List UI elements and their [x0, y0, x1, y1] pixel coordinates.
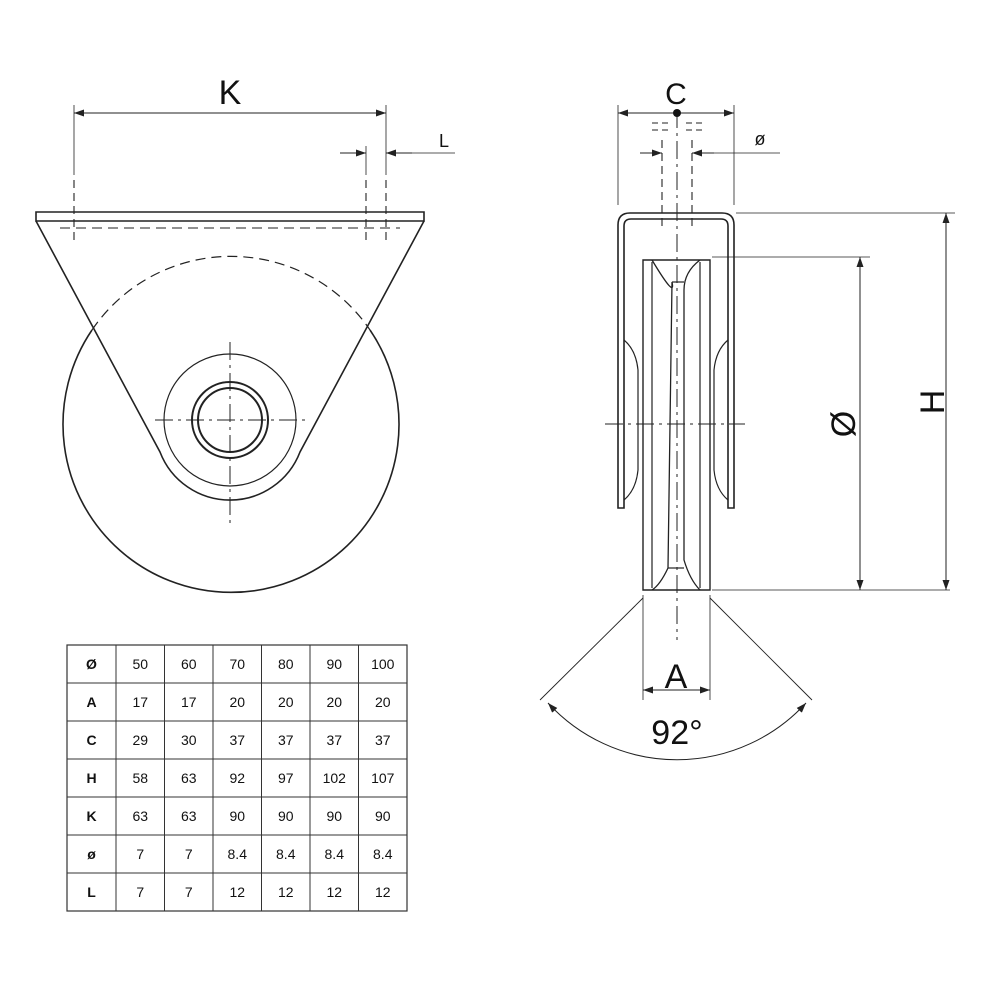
wheel-groove-left — [651, 259, 674, 591]
bracket-channel-inner-right — [713, 339, 729, 501]
table-cell: 20 — [278, 694, 294, 710]
dimension-label-h: H — [914, 390, 952, 415]
table-row-label: ø — [87, 846, 96, 862]
bracket-channel-outer — [617, 212, 735, 509]
table-row-label: H — [86, 770, 96, 786]
table-cell: 107 — [371, 770, 395, 786]
table-cell: 29 — [132, 732, 148, 748]
dimension-label-a: A — [665, 658, 688, 696]
table-cell: 20 — [375, 694, 391, 710]
table-cell: 90 — [229, 808, 245, 824]
table-cell: 12 — [326, 884, 342, 900]
table-cell: 12 — [375, 884, 391, 900]
table-cell: 60 — [181, 656, 197, 672]
wheel-outline-hidden — [91, 255, 371, 331]
table-cell: 50 — [132, 656, 148, 672]
table-cell: 20 — [229, 694, 245, 710]
table-cell: 63 — [181, 808, 197, 824]
side-view — [539, 105, 955, 761]
front-view — [35, 105, 455, 594]
dimension-label-k: K — [219, 74, 242, 112]
table-cell: 17 — [181, 694, 197, 710]
table-cell: 63 — [132, 808, 148, 824]
table-cell: 63 — [181, 770, 197, 786]
table-cell: 7 — [185, 846, 193, 862]
c-center-dot — [673, 109, 681, 117]
dimension-label-l: L — [439, 131, 449, 151]
table-row-label: L — [87, 884, 96, 900]
wheel-side-body — [642, 259, 711, 591]
table-cell: 8.4 — [228, 846, 248, 862]
table-cell: 7 — [136, 884, 144, 900]
table-cell: 97 — [278, 770, 294, 786]
table-border — [66, 644, 408, 912]
bracket-channel-inner-left — [623, 339, 639, 501]
table-cell: 8.4 — [276, 846, 296, 862]
table-cell: 12 — [278, 884, 294, 900]
angle-ray-right — [709, 597, 813, 701]
table-cell: 58 — [132, 770, 148, 786]
table-row-label: C — [86, 732, 96, 748]
wheel-outline-solid — [62, 329, 400, 594]
angle-arc — [547, 702, 807, 761]
table-cell: 70 — [229, 656, 245, 672]
table-cell: 20 — [326, 694, 342, 710]
table-cell: 8.4 — [373, 846, 393, 862]
dimension-label-bore: ø — [755, 129, 766, 149]
table-cell: 100 — [371, 656, 395, 672]
angle-ray-left — [539, 597, 644, 701]
wheel-groove-right — [683, 259, 701, 591]
table-row-label: A — [86, 694, 96, 710]
table-cell: 12 — [229, 884, 245, 900]
dimension-label-diameter: Ø — [825, 411, 863, 437]
table-cell: 102 — [323, 770, 347, 786]
table-cell: 30 — [181, 732, 197, 748]
table-cell: 7 — [136, 846, 144, 862]
table-cell: 92 — [229, 770, 245, 786]
table-row-label: Ø — [86, 656, 97, 672]
table-cell: 7 — [185, 884, 193, 900]
table-cell: 37 — [375, 732, 391, 748]
table-cell: 37 — [278, 732, 294, 748]
table-row-label: K — [86, 808, 96, 824]
table-cell: 90 — [278, 808, 294, 824]
table-cell: 17 — [132, 694, 148, 710]
table-cell: 37 — [326, 732, 342, 748]
table-cell: 90 — [375, 808, 391, 824]
dimension-label-c: C — [665, 78, 687, 111]
table-cell: 90 — [326, 808, 342, 824]
table-cell: 80 — [278, 656, 294, 672]
table-cell: 8.4 — [325, 846, 345, 862]
table-cell: 37 — [229, 732, 245, 748]
dimension-label-angle: 92° — [651, 714, 702, 752]
table-cell: 90 — [326, 656, 342, 672]
